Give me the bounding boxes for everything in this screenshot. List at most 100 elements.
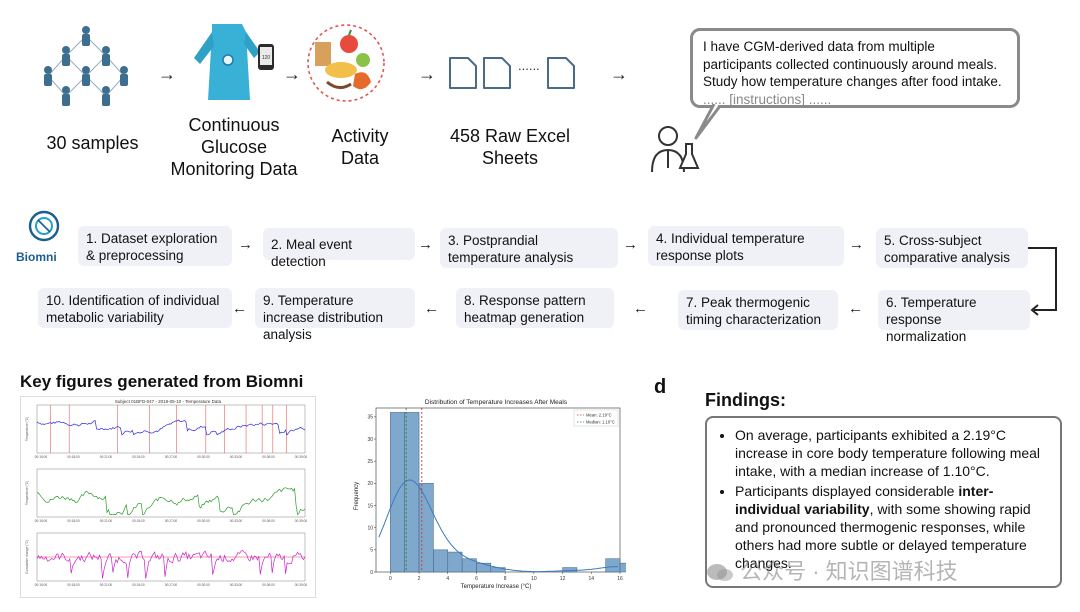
histogram-kde-line — [378, 479, 618, 573]
findings-heading: Findings: — [705, 390, 786, 410]
arrow-icon: → — [418, 236, 433, 253]
arrow-icon: → — [849, 236, 864, 253]
x-tick-label: 6 — [475, 576, 478, 582]
step-10: 10. Identification of individual metabol… — [38, 288, 232, 328]
histogram-svg: Distribution of Temperature Increases Af… — [354, 399, 635, 590]
timeseries-ylabel: Cumulative change (°C) — [25, 540, 29, 574]
svg-text:120: 120 — [262, 55, 271, 61]
arrow-icon: → — [418, 64, 436, 84]
timeseries-xtick: 00:36:00 — [262, 583, 275, 587]
watermark-text: 公众号 · 知识图谱科技 — [740, 559, 958, 584]
x-tick-label: 8 — [504, 576, 507, 582]
arrow-icon: ← — [848, 300, 863, 317]
timeseries-xtick: 00:33:00 — [230, 455, 243, 459]
histogram-title: Distribution of Temperature Increases Af… — [425, 399, 568, 406]
figures-heading: Key figures generated from Biomni — [20, 372, 304, 391]
timeseries-xtick: 00:33:00 — [230, 583, 243, 587]
timeseries-xtick: 00:27:00 — [165, 519, 178, 523]
sheets-ellipsis: ...... — [518, 58, 540, 73]
y-tick-label: 20 — [367, 481, 373, 487]
document-icon — [544, 55, 578, 96]
histogram-bar — [619, 562, 635, 573]
timeseries-xtick: 00:33:00 — [230, 519, 243, 523]
biomni-logo-icon — [22, 210, 66, 249]
arrow-icon: ← — [232, 300, 247, 317]
x-tick-label: 2 — [418, 576, 421, 582]
timeseries-figure: Subject 01BFD-047 - 2019-05-10 - Tempera… — [20, 396, 316, 598]
finding-1: On average, participants exhibited a 2.1… — [735, 426, 1050, 480]
x-tick-label: 16 — [617, 576, 623, 582]
timeseries-frame — [36, 404, 306, 454]
finding-2: Participants displayed considerable inte… — [735, 482, 1050, 572]
y-tick-label: 5 — [370, 548, 373, 554]
timeseries-xtick: 00:21:00 — [100, 519, 113, 523]
instruction-speech-bubble: I have CGM-derived data from multiple pa… — [690, 28, 1020, 108]
timeseries-xtick: 00:30:00 — [197, 583, 210, 587]
histogram-ylabel: Frequency — [354, 482, 360, 510]
arrow-icon: → — [610, 64, 628, 84]
timeseries-xtick: 00:30:00 — [197, 519, 210, 523]
histogram-legend: Mean: 2.19°C Median: 1.10°C — [573, 409, 619, 427]
y-tick-label: 15 — [367, 503, 373, 509]
activity-label: Activity Data — [331, 126, 389, 168]
timeseries-frame — [36, 468, 306, 518]
cgm-device-icon: 120 — [188, 18, 280, 109]
timeseries-xtick: 00:15:00 — [35, 519, 48, 523]
step-1: 1. Dataset exploration & preprocessing — [78, 226, 232, 266]
y-tick-label: 25 — [367, 459, 373, 465]
timeseries-xtick: 00:27:00 — [165, 583, 178, 587]
finding-2-pre: Participants displayed considerable — [735, 483, 959, 499]
histogram-bar — [404, 412, 420, 573]
finding-2-bold: inter-individual variability — [735, 483, 994, 517]
cgm-label: Continuous Glucose Monitoring Data — [170, 115, 298, 179]
histogram-xlabel: Temperature Increase (°C) — [461, 584, 532, 590]
histogram-bar — [562, 567, 578, 573]
timeseries-line — [36, 419, 306, 436]
connector-arrow-icon — [1028, 238, 1064, 325]
watermark: 公众号 · 知识图谱科技 — [706, 554, 958, 586]
timeseries-xtick: 00:30:00 — [197, 455, 210, 459]
timeseries-xtick: 00:39:00 — [295, 455, 308, 459]
panel-letter: d — [654, 376, 667, 398]
arrow-icon: → — [158, 64, 176, 84]
timeseries-xtick: 00:21:00 — [100, 583, 113, 587]
timeseries-xtick: 00:24:00 — [132, 455, 145, 459]
people-network-icon — [38, 22, 134, 119]
timeseries-line — [36, 549, 306, 579]
timeseries-ylabel: Temperature (°C) — [25, 481, 29, 505]
timeseries-xtick: 00:27:00 — [165, 455, 178, 459]
document-icon — [446, 55, 480, 96]
arrow-icon: ← — [633, 300, 648, 317]
step-5: 5. Cross-subject comparative analysis — [876, 228, 1028, 268]
x-tick-label: 12 — [560, 576, 566, 582]
timeseries-xtick: 00:18:00 — [67, 519, 80, 523]
arrow-icon: → — [238, 236, 253, 253]
histogram-bar — [447, 551, 463, 573]
timeseries-ylabel: Temperature (°C) — [25, 417, 29, 441]
arrow-icon: → — [623, 236, 638, 253]
y-tick-label: 30 — [367, 437, 373, 443]
arrow-icon: → — [283, 64, 301, 84]
step-7: 7. Peak thermogenic timing characterizat… — [678, 290, 838, 330]
y-tick-label: 10 — [367, 525, 373, 531]
legend-entry: Mean: 2.19°C — [586, 413, 612, 418]
timeseries-line — [36, 487, 306, 516]
timeseries-xtick: 00:39:00 — [295, 519, 308, 523]
timeseries-xtick: 00:21:00 — [100, 455, 113, 459]
timeseries-xtick: 00:24:00 — [132, 519, 145, 523]
timeseries-xtick: 00:24:00 — [132, 583, 145, 587]
finding-2-post: , with some showing rapid and pronounced… — [735, 501, 1031, 571]
timeseries-svg: Subject 01BFD-047 - 2019-05-10 - Tempera… — [25, 399, 308, 587]
timeseries-xtick: 00:15:00 — [35, 455, 48, 459]
step-3: 3. Postprandial temperature analysis — [440, 228, 618, 268]
histogram-bar — [418, 483, 434, 573]
y-tick-label: 0 — [370, 570, 373, 576]
histogram-bar — [433, 549, 449, 573]
timeseries-xtick: 00:18:00 — [67, 583, 80, 587]
samples-label: 30 samples — [46, 133, 139, 153]
timeseries-xtick: 00:36:00 — [262, 519, 275, 523]
biomni-logo-text: Biomni — [16, 250, 57, 264]
legend-frame — [573, 409, 619, 427]
legend-entry: Median: 1.10°C — [586, 420, 615, 425]
x-tick-label: 10 — [531, 576, 537, 582]
